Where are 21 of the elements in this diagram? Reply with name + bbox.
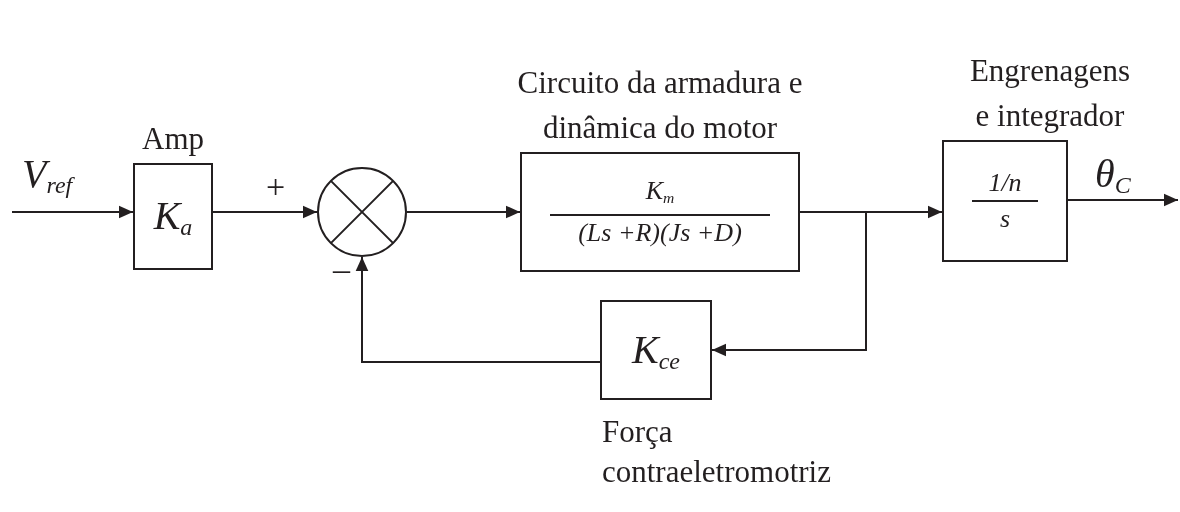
gain-symbol: K$_{a}$ [153,192,193,241]
sign-label: + [266,168,286,206]
block-title: Engrenagens e integrador [968,52,1132,135]
block-title: Circuito da armadura e dinâmica do motor [517,64,803,147]
signal-name: V$_{ref}$ [21,150,76,200]
signal-name: θ$_{C}$ [1094,150,1132,200]
fraction-numerator: K$_{m}$ [645,174,675,208]
block-title: Amp [141,120,205,158]
gain-symbol: K$_{ce}$ [632,325,680,375]
signal-arrow [11,205,134,219]
signal-arrow [711,211,867,357]
sign-label: – [333,250,350,288]
signal-arrow [212,205,318,219]
signal-arrow [406,205,521,219]
signal-arrow [1067,193,1179,207]
block-caption: Força contraeletromotriz [602,413,832,491]
signal-arrow [355,256,601,363]
summing-junction [317,167,407,257]
fraction-numerator: 1/n [988,167,1022,199]
fraction-denominator: (Ls +R)(Js +D) [578,217,742,250]
fraction-denominator: s [999,203,1011,235]
